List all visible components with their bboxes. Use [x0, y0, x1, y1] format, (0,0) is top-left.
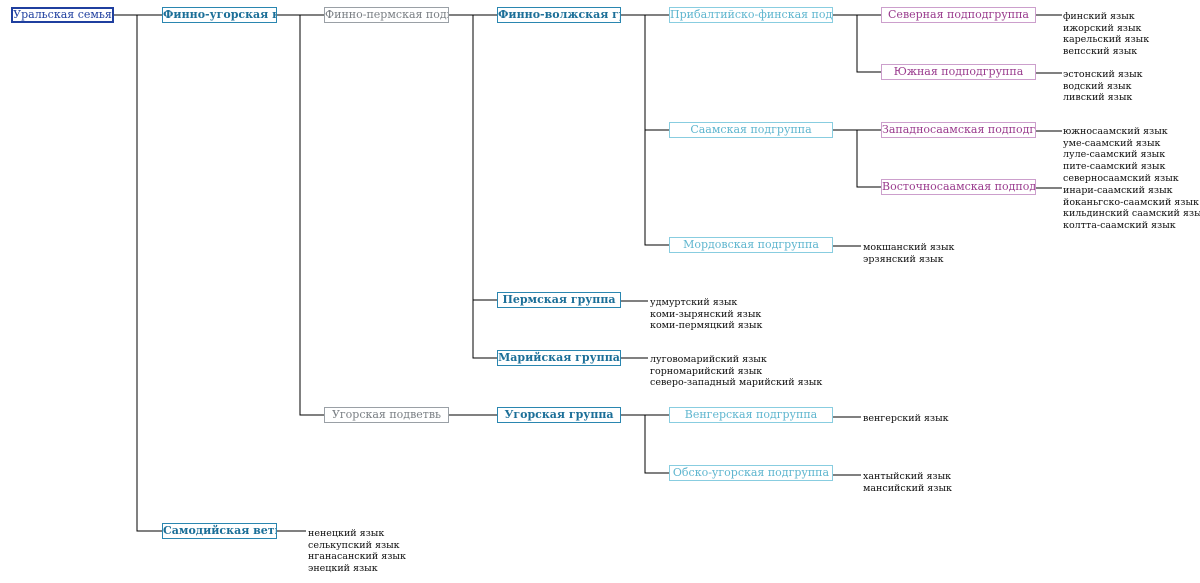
languages-western-saami: южносаамский язык уме-саамский язык луле… — [1063, 126, 1179, 185]
languages-southern: эстонский язык водский язык ливский язык — [1063, 69, 1143, 104]
node-ob-ugric-subgroup: Обско-угорская подгруппа — [669, 465, 833, 481]
language-item: карельский язык — [1063, 34, 1150, 46]
language-item: инари-саамский язык — [1063, 185, 1173, 196]
language-item: луговомарийский язык — [650, 354, 767, 365]
language-item: коми-пермяцкий язык — [650, 320, 763, 332]
node-samoyedic-branch: Самодийская ветвь — [162, 523, 277, 539]
node-southern-subsubgroup: Южная подподгруппа — [881, 64, 1036, 80]
languages-mari: луговомарийский язык горномарийский язык… — [650, 354, 822, 389]
node-mari-group: Марийская группа — [497, 350, 621, 366]
language-item: коми-зырянский язык — [650, 308, 762, 320]
node-saami-subgroup: Саамская подгруппа — [669, 122, 833, 138]
language-item: мансийский язык — [863, 482, 952, 494]
connector — [277, 14, 324, 416]
connector — [833, 129, 881, 188]
node-northern-subsubgroup: Северная подподгруппа — [881, 7, 1036, 23]
language-item: селькупский язык — [308, 539, 400, 551]
language-item: луле-саамский язык — [1063, 149, 1166, 161]
language-item: эстонский язык — [1063, 69, 1143, 80]
language-item: северо-западный марийский язык — [650, 377, 823, 389]
language-item: южносаамский язык — [1063, 126, 1168, 137]
language-item: финский язык — [1063, 11, 1135, 22]
languages-samoyedic: ненецкий язык селькупский язык нганасанс… — [308, 528, 406, 575]
language-item: нганасанский язык — [308, 551, 406, 563]
node-baltic-finnic-subgroup: Прибалтийско-финская подгруппа — [669, 7, 833, 23]
language-item: пите-саамский язык — [1063, 161, 1166, 173]
node-hungarian-subgroup: Венгерская подгруппа — [669, 407, 833, 423]
language-item: северносаамский язык — [1063, 172, 1179, 184]
node-permic-group: Пермская группа — [497, 292, 621, 308]
language-item: энецкий язык — [308, 563, 378, 575]
node-mordvinic-subgroup: Мордовская подгруппа — [669, 237, 833, 253]
language-item: ижорский язык — [1063, 22, 1142, 34]
node-uralic-family: Уральская семья — [11, 7, 114, 23]
node-eastern-saami-subsubgroup: Восточносаамская подподгруппа — [881, 179, 1036, 195]
node-finno-volgaic-group: Финно-волжская группа — [497, 7, 621, 23]
language-item: кильдинский саамский язык — [1063, 208, 1200, 220]
language-item: йоканьгско-саамский язык — [1063, 196, 1199, 208]
language-item: венгерский язык — [863, 413, 949, 424]
node-finno-ugric-branch: Финно-угорская ветвь — [162, 7, 277, 23]
languages-northern: финский язык ижорский язык карельский яз… — [1063, 11, 1149, 58]
language-item: мокшанский язык — [863, 242, 955, 253]
languages-hungarian: венгерский язык — [863, 413, 949, 425]
node-ugric-subbranch: Угорская подветвь — [324, 407, 449, 423]
node-western-saami-subsubgroup: Западносаамская подподгруппа — [881, 122, 1036, 138]
language-item: эрзянский язык — [863, 253, 944, 265]
connector — [114, 14, 162, 532]
language-item: горномарийский язык — [650, 365, 763, 377]
language-item: удмуртский язык — [650, 297, 738, 308]
languages-mordvinic: мокшанский язык эрзянский язык — [863, 242, 955, 265]
language-item: ненецкий язык — [308, 528, 385, 539]
languages-eastern-saami: инари-саамский язык йоканьгско-саамский … — [1063, 185, 1200, 232]
language-item: ливский язык — [1063, 92, 1133, 104]
language-item: хантыйский язык — [863, 471, 952, 482]
connector — [621, 414, 669, 474]
node-ugric-group: Угорская группа — [497, 407, 621, 423]
node-finno-permic-subbranch: Финно-пермская подветвь — [324, 7, 449, 23]
language-item: водский язык — [1063, 80, 1132, 92]
connector — [833, 14, 881, 73]
connector — [449, 14, 497, 359]
language-item: вепсский язык — [1063, 46, 1138, 58]
languages-permic: удмуртский язык коми-зырянский язык коми… — [650, 297, 762, 332]
language-item: уме-саамский язык — [1063, 137, 1161, 149]
language-item: колтта-саамский язык — [1063, 220, 1176, 232]
languages-ob-ugric: хантыйский язык мансийский язык — [863, 471, 952, 494]
